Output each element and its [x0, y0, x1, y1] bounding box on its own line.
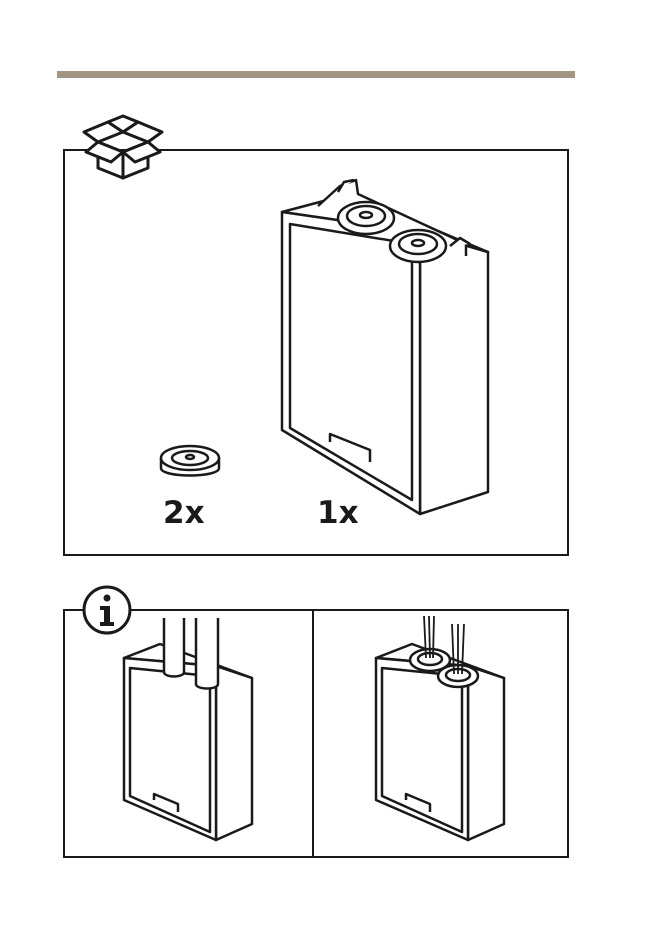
grommet-quantity: 2x: [163, 498, 205, 529]
junction-box-illustration: [270, 172, 492, 520]
junction-box-quantity: 1x: [317, 498, 359, 529]
header-rule: [57, 71, 575, 78]
info-panel-divider: [312, 609, 314, 858]
grommet-illustration: [155, 440, 225, 490]
box-with-conduits-illustration: [120, 618, 260, 846]
open-box-icon: [80, 112, 166, 184]
box-with-cables-illustration: [372, 614, 512, 846]
